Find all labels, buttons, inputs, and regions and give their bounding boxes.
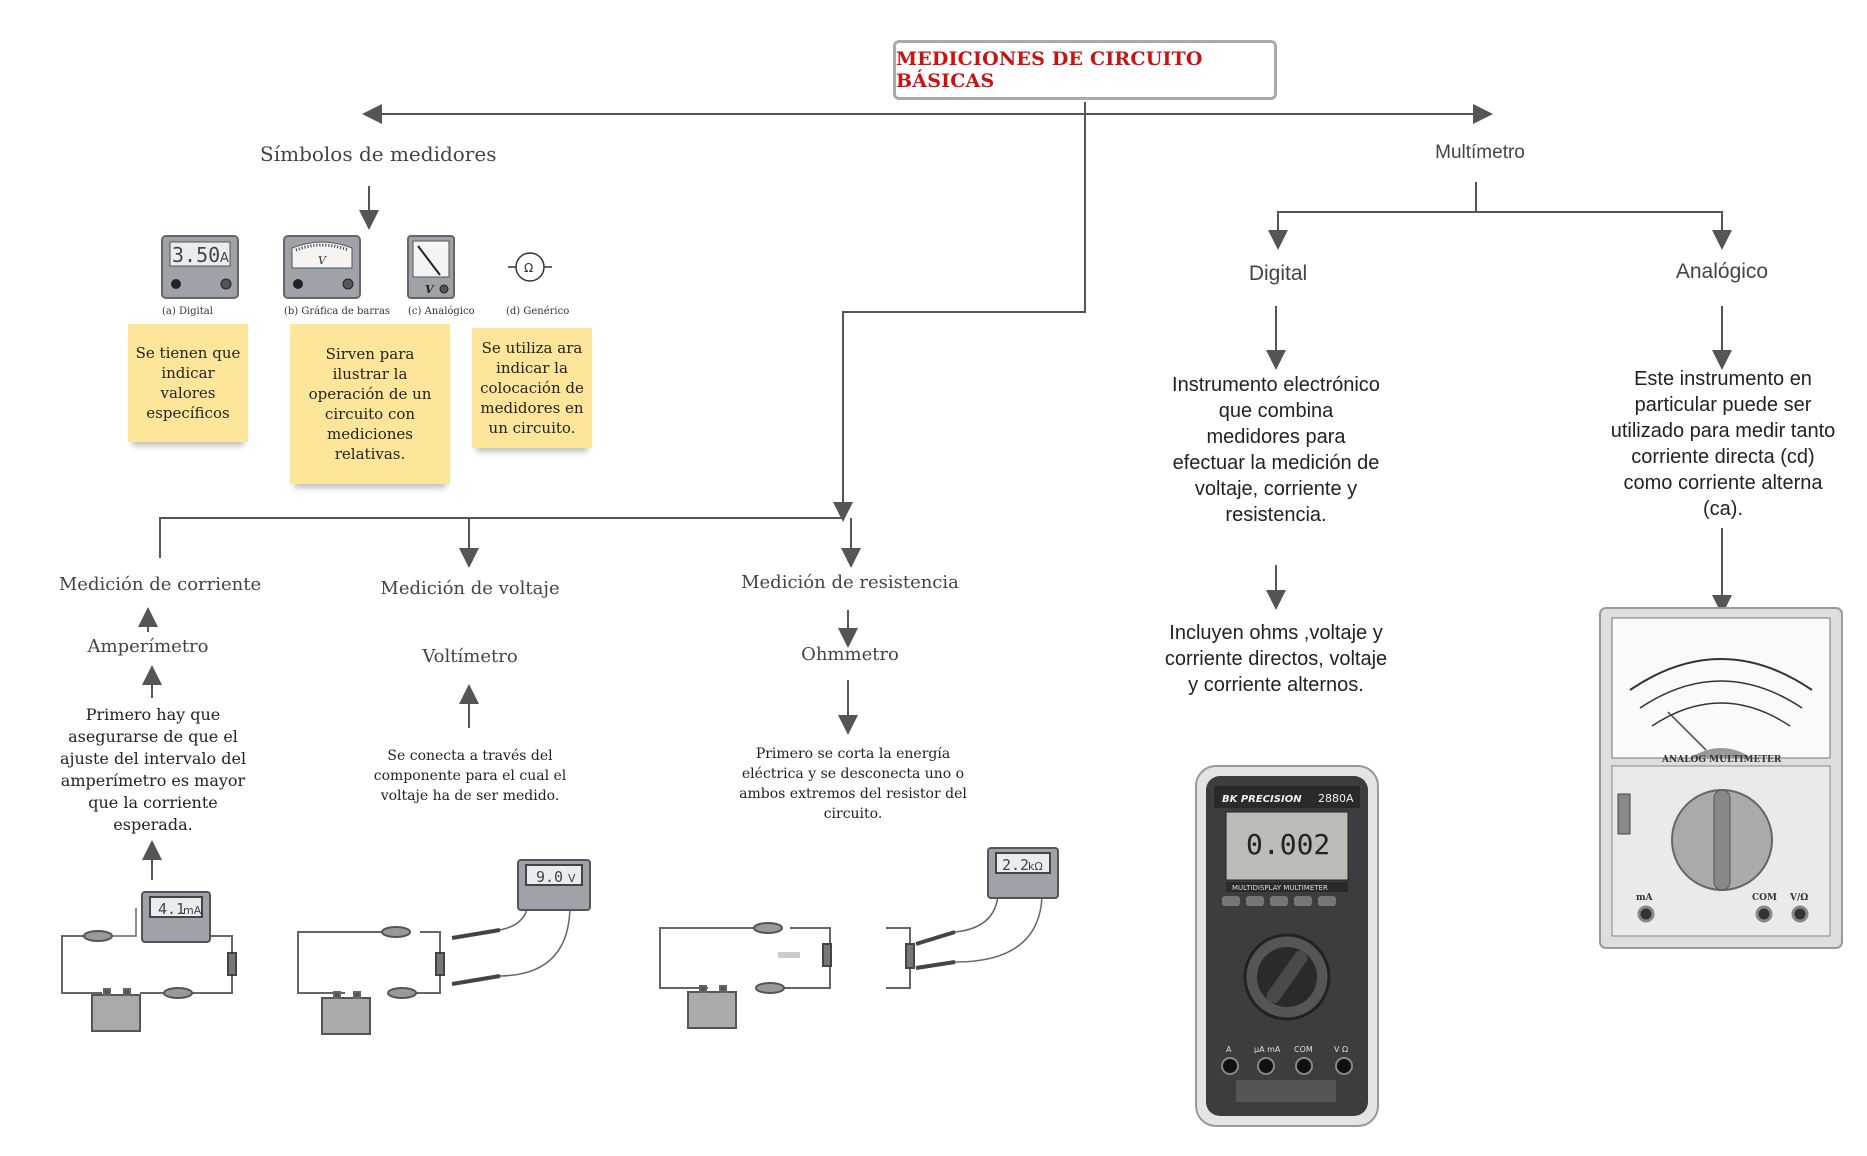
note-generic: Se utiliza ara indicar la colocación de …: [472, 328, 592, 448]
analogico-description: Este instrumento en particular puede ser…: [1610, 368, 1836, 520]
analog-meter-symbol: [407, 235, 455, 299]
amperimetro-label: Amperímetro: [87, 636, 209, 657]
analog-multimeter-device: [1599, 607, 1843, 949]
note-digital: Se tienen que indicar valores específico…: [128, 324, 248, 442]
map-title: MEDICIONES DE CIRCUITO BÁSICAS: [896, 48, 1203, 92]
digital-meter-display: 3.50: [172, 243, 220, 267]
caption-generic: (d) Genérico: [506, 306, 570, 317]
amm-jack-v-ohm: V/Ω: [1789, 893, 1808, 903]
branch-simbolos-label: Símbolos de medidores: [260, 142, 497, 166]
ammeter-display: 4.1: [158, 900, 185, 918]
ohmmeter-circuit-illustration: [659, 847, 1059, 1029]
caption-digital: (a) Digital: [162, 306, 213, 317]
dmm-jack-ua-ma: µA mA: [1254, 1045, 1281, 1054]
ohmmeter-display: 2.2: [1002, 856, 1029, 874]
dmm-jack-v-ohm: V Ω: [1334, 1045, 1348, 1054]
dmm-model: 2880A: [1318, 792, 1354, 805]
digital-includes: Incluyen ohms ,voltaje y corriente direc…: [1164, 622, 1388, 696]
voltaje-description: Se conecta a través del componente para …: [373, 748, 567, 804]
dmm-jack-a: A: [1226, 1045, 1232, 1054]
bar-graph-meter-symbol: [283, 235, 361, 299]
ohmmetro-label: Ohmmetro: [801, 644, 899, 665]
voltmeter-unit: V: [568, 872, 576, 885]
analogico-label: Analógico: [1675, 260, 1769, 283]
ammeter-circuit-illustration: [61, 891, 237, 1032]
amm-jack-ma: mA: [1636, 893, 1654, 903]
bar-graph-meter-unit: V: [318, 254, 327, 267]
voltmeter-display: 9.0: [536, 868, 563, 886]
caption-bar-graph: (b) Gráfica de barras: [284, 306, 391, 317]
note-bar-graph: Sirven para ilustrar la operación de un …: [290, 324, 450, 484]
caption-analog: (c) Analógico: [408, 306, 475, 317]
corriente-description: Primero hay que asegurarse de que el aju…: [59, 705, 247, 834]
digital-description: Instrumento electrónico que combina medi…: [1172, 374, 1380, 526]
voltimetro-label: Voltímetro: [422, 646, 518, 667]
generic-meter-unit: Ω: [524, 261, 533, 275]
digital-meter-unit: A: [220, 251, 229, 266]
dmm-brand: BK PRECISION: [1222, 794, 1302, 805]
digital-label: Digital: [1248, 262, 1308, 285]
analog-meter-unit: V: [425, 283, 435, 296]
branch-multimetro-label: Multímetro: [1435, 142, 1525, 163]
voltmeter-circuit-illustration: [297, 859, 591, 1035]
title-box: MEDICIONES DE CIRCUITO BÁSICAS: [893, 40, 1277, 100]
resistencia-description: Primero se corta la energía eléctrica y …: [739, 746, 967, 822]
digital-multimeter-device: [1195, 765, 1379, 1127]
generic-meter-symbol: [508, 252, 552, 282]
dmm-jack-com: COM: [1294, 1045, 1313, 1054]
medicion-resistencia-label: Medición de resistencia: [741, 572, 959, 593]
ammeter-unit: mA: [183, 904, 202, 917]
ohmmeter-unit: kΩ: [1028, 860, 1043, 873]
dmm-subtitle: MULTIDISPLAY MULTIMETER: [1232, 884, 1328, 892]
medicion-voltaje-label: Medición de voltaje: [380, 578, 560, 599]
dmm-display: 0.002: [1246, 828, 1330, 861]
medicion-corriente-label: Medición de corriente: [58, 574, 262, 595]
amm-title: ANALOG MULTIMETER: [1661, 755, 1782, 765]
amm-jack-com: COM: [1752, 893, 1777, 903]
digital-meter-symbol: [161, 235, 239, 299]
